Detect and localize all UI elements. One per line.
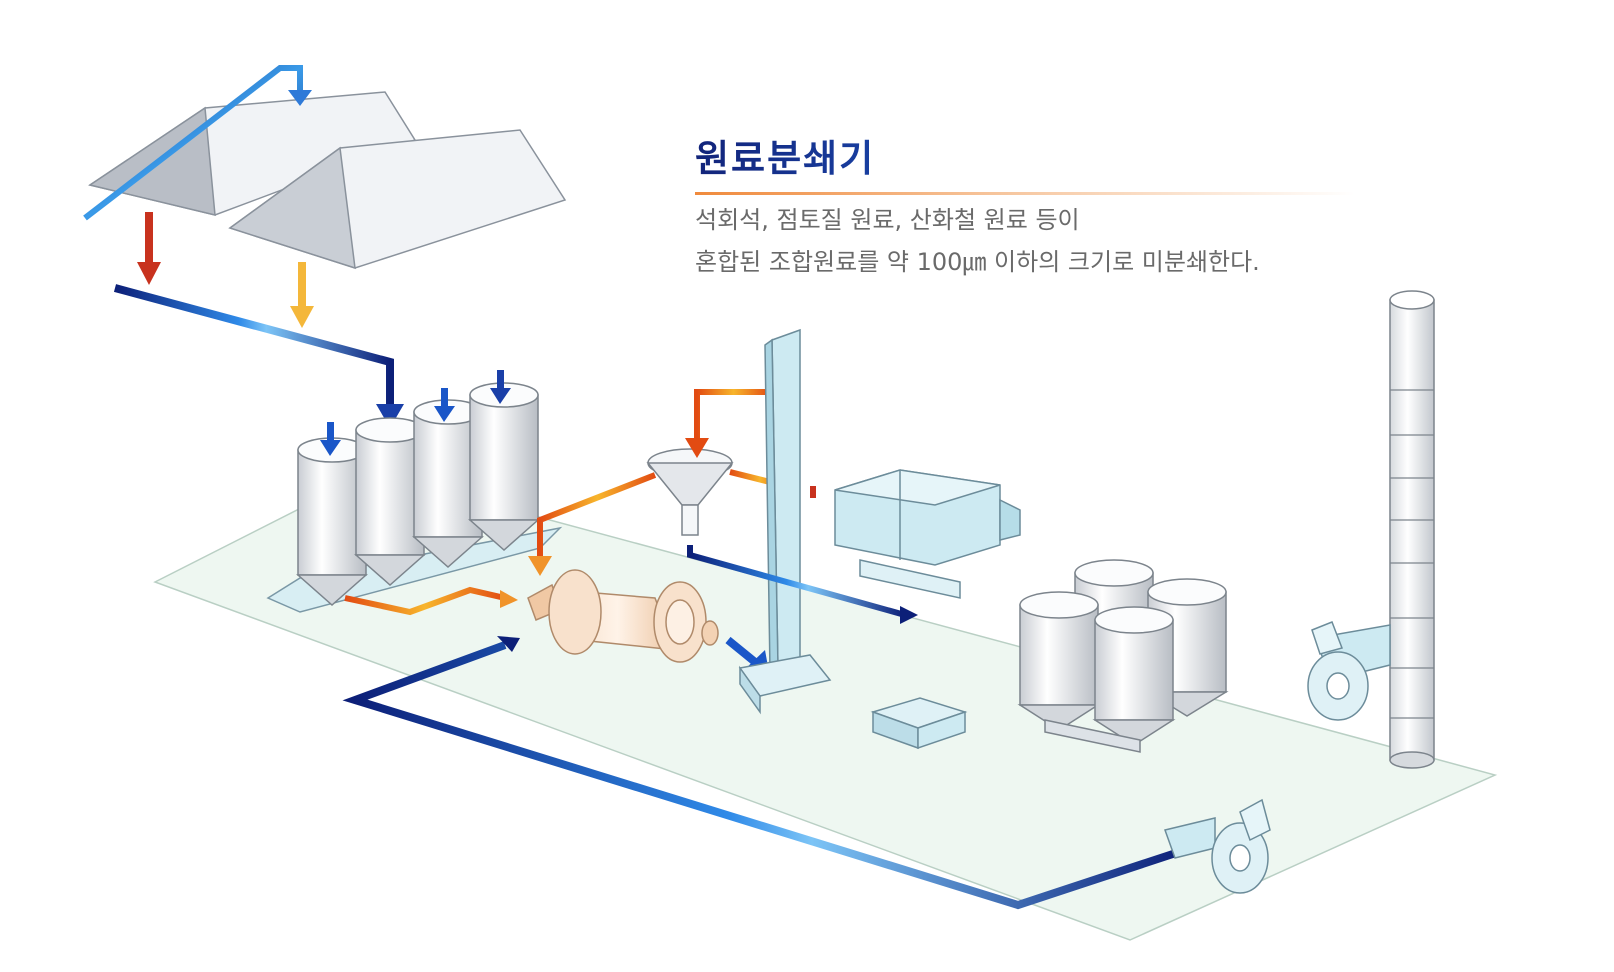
flow-line-to-silos [113,284,394,408]
flow-arrow-yellow [290,262,314,328]
description-line-2: 혼합된 조합원료를 약 100㎛ 이하의 크기로 미분쇄한다. [695,248,1260,276]
fan-icon-bottom [1164,798,1271,894]
bucket-elevator-icon [738,328,832,715]
caption-box: 원료분쇄기 석회석, 점토질 원료, 산화철 원료 등이 혼합된 조합원료를 약… [695,128,1415,283]
flow-line-to-collector [687,545,906,618]
storage-silo-group-icon [1017,559,1229,753]
flow-arrows-silo-feed [320,370,511,456]
hopper-icon [646,448,734,536]
fan-icon [1307,621,1391,721]
dust-collector-icon [834,469,1021,599]
sample-tray-icon [870,697,968,750]
flow-line-feed [83,65,303,221]
diagram-description: 석회석, 점토질 원료, 산화철 원료 등이 혼합된 조합원료를 약 100㎛ … [695,199,1415,283]
flow-line-return [342,641,1187,910]
stockpile-icon [88,91,567,270]
description-line-1: 석회석, 점토질 원료, 산화철 원료 등이 [695,206,1080,234]
flow-arrow-red [137,212,161,285]
flow-line-to-hopper [694,389,770,442]
stack-icon [1389,290,1435,769]
diagram-title: 원료분쇄기 [695,128,1415,182]
flow-line-hopper-to-mill [537,472,657,560]
raw-mill-icon [527,569,719,663]
silo-icon [296,382,540,607]
flow-line-silo-to-mill [344,586,506,616]
title-underline [695,192,1355,195]
